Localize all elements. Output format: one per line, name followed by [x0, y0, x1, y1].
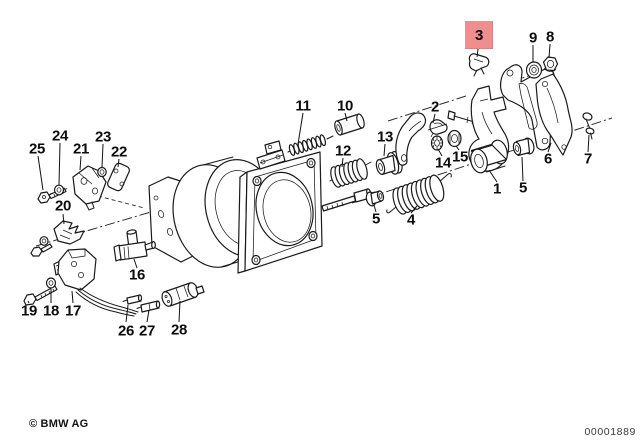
part-label-9[interactable]: 9 [528, 29, 538, 47]
cable-clamp [256, 140, 286, 170]
leader-line-20 [62, 213, 65, 225]
fork-20 [53, 220, 85, 245]
part-label-4[interactable]: 4 [406, 211, 416, 229]
leader-line-19 [27, 300, 30, 304]
image-number: 00001889 [584, 426, 636, 438]
bracket-21 [72, 165, 107, 211]
terminal-26 [122, 294, 143, 305]
part-label-8[interactable]: 8 [545, 28, 555, 46]
part-label-24[interactable]: 24 [51, 127, 69, 145]
spacer-sleeve [334, 113, 365, 136]
leader-line-23 [101, 143, 104, 168]
part-label-25[interactable]: 25 [28, 140, 46, 158]
part-label-10[interactable]: 10 [336, 97, 354, 115]
leader-line-7 [587, 134, 590, 153]
leader-line-24 [58, 142, 61, 186]
switch-wires [75, 287, 139, 317]
leader-line-13 [383, 143, 386, 157]
leader-line-5 [373, 204, 377, 213]
screw-7 [582, 112, 595, 140]
bushing-5-left [365, 190, 385, 207]
part-label-19[interactable]: 19 [20, 302, 38, 320]
part-label-7[interactable]: 7 [583, 150, 593, 168]
part-label-20[interactable]: 20 [54, 197, 72, 215]
hook-bracket-6 [535, 73, 573, 156]
part-label-15[interactable]: 15 [451, 148, 469, 166]
part-label-6[interactable]: 6 [543, 150, 553, 168]
washer-9 [525, 61, 543, 79]
part-label-26[interactable]: 26 [117, 322, 135, 340]
part-label-2[interactable]: 2 [430, 98, 440, 116]
leader-line-17 [71, 290, 74, 304]
coil-spring-12 [329, 158, 372, 188]
part-label-28[interactable]: 28 [170, 321, 188, 339]
part-label-11[interactable]: 11 [295, 97, 311, 115]
part-label-1[interactable]: 1 [492, 180, 502, 198]
flange-corner-holes [251, 157, 318, 266]
leader-line-6 [547, 142, 552, 153]
leader-line-8 [548, 43, 551, 59]
nut-15 [447, 129, 462, 148]
part-label-22[interactable]: 22 [110, 143, 128, 161]
throttle-switch-17 [53, 248, 139, 317]
leader-line-16 [133, 258, 138, 269]
clip-3 [468, 53, 490, 77]
part-label-12[interactable]: 12 [334, 142, 352, 160]
connector-28 [161, 282, 205, 307]
part-label-14[interactable]: 14 [434, 154, 452, 172]
valve-16 [113, 229, 156, 262]
leader-line-21 [79, 155, 82, 171]
leader-line-14 [437, 148, 443, 157]
leader-lines [27, 43, 590, 323]
coil-spring-4 [386, 173, 452, 215]
leader-line-4 [410, 205, 418, 214]
leader-line-15 [455, 145, 460, 151]
part-label-3[interactable]: 3 [465, 21, 493, 49]
fork-bolt [30, 236, 53, 257]
leader-line-28 [178, 300, 181, 323]
plate-22 [107, 162, 130, 192]
leader-line-2 [432, 113, 436, 124]
part-label-18[interactable]: 18 [42, 302, 60, 320]
part-label-5[interactable]: 5 [371, 210, 381, 228]
part-label-5[interactable]: 5 [518, 179, 528, 197]
small-coil-spring [287, 134, 334, 156]
part-label-17[interactable]: 17 [64, 302, 82, 320]
washer-24 [53, 184, 65, 196]
nut-8 [542, 56, 559, 72]
part-label-27[interactable]: 27 [138, 322, 156, 340]
leader-line-1 [488, 169, 498, 183]
leader-line-10 [344, 112, 348, 122]
leader-line-12 [341, 157, 344, 168]
copyright-notice: © BMW AG [29, 418, 89, 430]
leader-line-5 [521, 156, 524, 182]
part-label-13[interactable]: 13 [376, 128, 394, 146]
terminal-27 [136, 300, 161, 313]
nut-23 [97, 166, 107, 178]
part-label-21[interactable]: 21 [72, 140, 90, 158]
adjusting-screw [427, 110, 489, 131]
leader-line-26 [125, 304, 129, 323]
throttle-lever-1 [468, 85, 510, 174]
part-label-16[interactable]: 16 [128, 266, 146, 284]
throttle-body-flange [237, 151, 323, 274]
leader-line-11 [297, 112, 304, 145]
bushing-5-right [512, 137, 535, 157]
leader-line-27 [146, 309, 150, 323]
leader-line-25 [37, 155, 44, 191]
washer-14 [430, 135, 444, 151]
leader-line-22 [117, 158, 120, 168]
washer-18 [45, 277, 57, 289]
link-bracket [395, 112, 427, 166]
leader-line-3 [476, 48, 479, 58]
part-label-23[interactable]: 23 [94, 128, 112, 146]
